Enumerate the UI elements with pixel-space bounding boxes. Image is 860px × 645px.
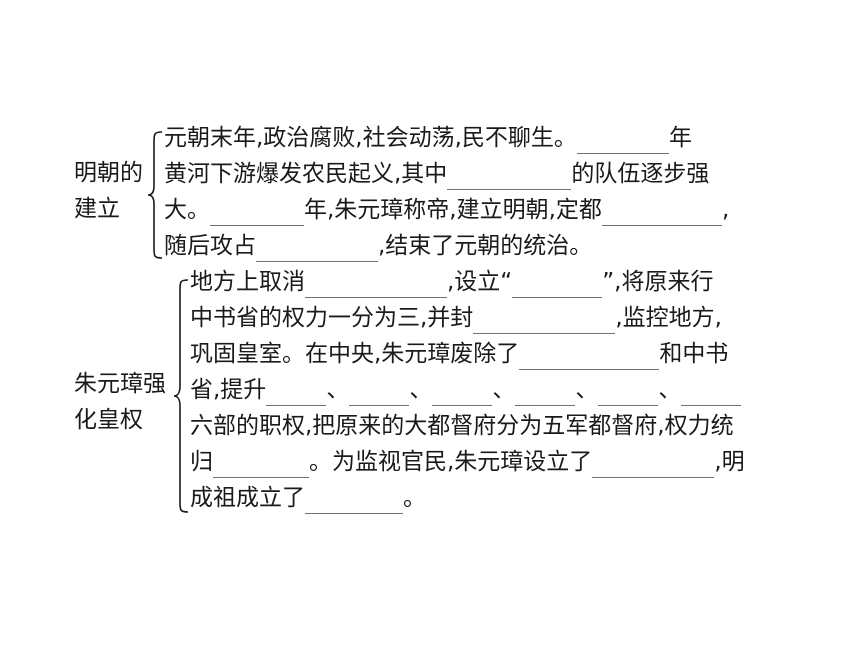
text-line: 中书省的权力一分为三,并封 ,监控地方, <box>190 304 722 340</box>
text-segment: ,明 <box>714 449 745 475</box>
fill-blank[interactable] <box>349 379 410 406</box>
text-line: 元朝末年,政治腐败,社会动荡,民不聊生。 年 <box>164 124 692 160</box>
fill-blank[interactable] <box>681 379 742 406</box>
text-line: 成祖成立了 。 <box>190 484 426 520</box>
fill-blank[interactable] <box>432 379 493 406</box>
section-label-line: 明朝的 <box>74 160 143 186</box>
fill-blank[interactable] <box>213 451 309 478</box>
text-segment: 、 <box>575 377 599 403</box>
fill-blank[interactable] <box>447 163 572 190</box>
fill-blank[interactable] <box>519 343 660 370</box>
text-segment: 大。 <box>164 197 210 223</box>
text-segment: 归 <box>190 449 213 475</box>
text-segment: 和中书 <box>659 341 729 367</box>
text-segment: 省,提升 <box>190 377 267 403</box>
text-segment: ,监控地方, <box>615 305 722 331</box>
text-segment: 。 <box>403 485 426 511</box>
text-line: 巩固皇室。在中央,朱元璋废除了 和中书 <box>190 340 728 376</box>
fill-blank[interactable] <box>512 271 603 298</box>
text-segment: , <box>721 197 730 223</box>
text-segment: 黄河下游爆发农民起义,其中 <box>164 161 448 187</box>
text-line: 省,提升 、 、 、 、 、 <box>190 376 742 412</box>
section-label: 明朝的 建立 <box>74 155 143 227</box>
text-segment: 、 <box>326 377 350 403</box>
left-brace-icon <box>173 279 189 513</box>
fill-blank[interactable] <box>305 271 447 298</box>
text-segment: 元朝末年,政治腐败,社会动荡,民不聊生。 <box>164 125 577 151</box>
text-line: 地方上取消 ,设立“ ”,将原来行 <box>190 268 713 304</box>
text-line: 大。 年,朱元璋称帝,建立明朝,定都 , <box>164 196 729 232</box>
fill-blank[interactable] <box>601 199 722 226</box>
text-line: 归 。为监视官民,朱元璋设立了 ,明 <box>190 448 745 484</box>
text-line: 随后攻占 ,结束了元朝的统治。 <box>164 232 592 268</box>
section-label-line: 建立 <box>74 196 120 222</box>
section-label: 朱元璋强 化皇权 <box>74 366 166 438</box>
fill-blank[interactable] <box>305 487 403 514</box>
left-brace-icon <box>147 131 163 259</box>
text-segment: 、 <box>409 377 433 403</box>
text-segment: 随后攻占 <box>164 233 256 259</box>
text-segment: 、 <box>658 377 682 403</box>
fill-blank[interactable] <box>473 307 616 334</box>
text-segment: ”,将原来行 <box>602 269 714 295</box>
text-segment: 年 <box>668 125 692 151</box>
text-segment: 的队伍逐步强 <box>571 161 710 187</box>
text-segment: 六部的职权,把原来的大都督府分为五军都督府,权力统 <box>190 413 734 439</box>
section-label-line: 化皇权 <box>74 407 143 433</box>
fill-blank[interactable] <box>515 379 576 406</box>
fill-blank[interactable] <box>598 379 659 406</box>
text-line: 黄河下游爆发农民起义,其中 的队伍逐步强 <box>164 160 709 196</box>
text-segment: 。为监视官民,朱元璋设立了 <box>309 449 593 475</box>
text-segment: 地方上取消 <box>190 269 305 295</box>
text-segment: 年,朱元璋称帝,建立明朝,定都 <box>304 197 602 223</box>
text-segment: 中书省的权力一分为三,并封 <box>190 305 474 331</box>
text-segment: 、 <box>492 377 516 403</box>
section-label-line: 朱元璋强 <box>74 371 166 397</box>
fill-blank[interactable] <box>592 451 715 478</box>
fill-blank[interactable] <box>256 235 378 262</box>
text-segment: 巩固皇室。在中央,朱元璋废除了 <box>190 341 520 367</box>
fill-blank[interactable] <box>210 199 304 226</box>
text-segment: ,设立“ <box>447 269 513 295</box>
fill-blank[interactable] <box>576 127 669 154</box>
text-line: 六部的职权,把原来的大都督府分为五军都督府,权力统 <box>190 412 734 448</box>
fill-blank[interactable] <box>266 379 327 406</box>
text-segment: ,结束了元朝的统治。 <box>378 233 593 259</box>
text-segment: 成祖成立了 <box>190 485 305 511</box>
